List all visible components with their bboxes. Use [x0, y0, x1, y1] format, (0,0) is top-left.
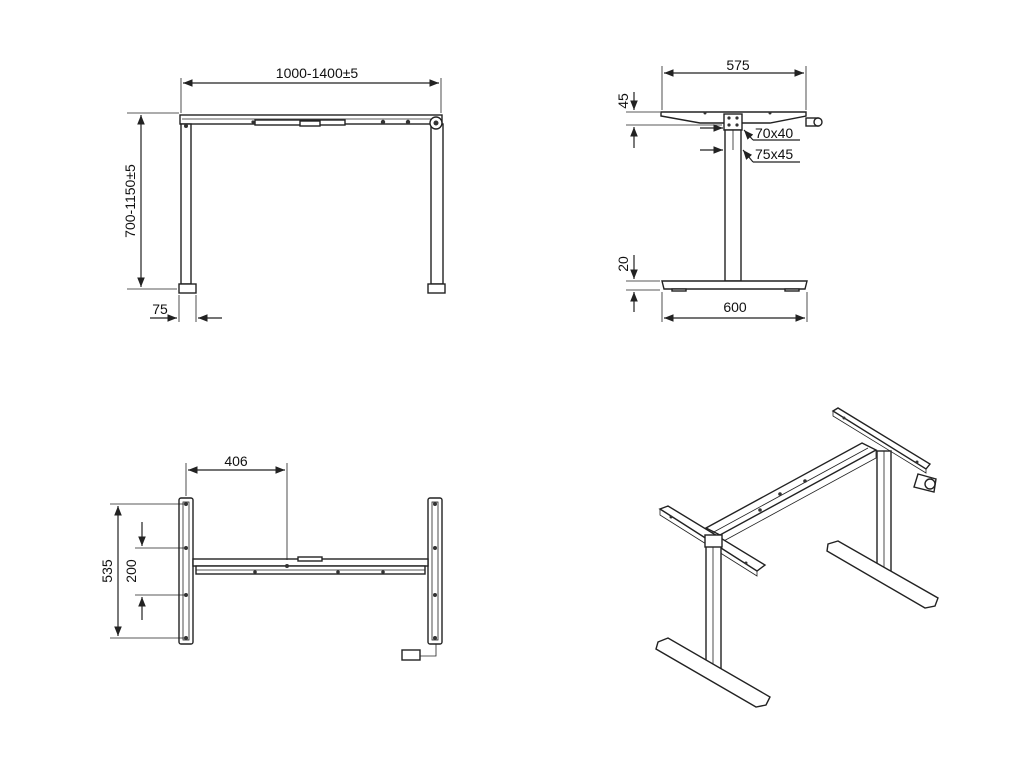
top-view: 406 535 200 [99, 453, 443, 661]
top-crank-handle-icon [401, 649, 421, 661]
foot-height-label: 20 [615, 256, 631, 272]
top-offset-label: 406 [224, 453, 248, 469]
iso-back-bracket [831, 407, 932, 470]
side-foot [661, 280, 808, 290]
front-width-label: 1000-1400±5 [276, 65, 359, 81]
side-view: 575 45 70x40 75x45 20 600 [615, 57, 823, 322]
iso-front-leg [705, 537, 722, 675]
lower-tube-label: 75x45 [755, 146, 793, 162]
iso-front-foot [655, 637, 771, 708]
iso-back-foot [826, 540, 939, 609]
front-right-leg [430, 123, 444, 285]
front-left-leg [180, 123, 192, 285]
upper-tube-label: 70x40 [755, 125, 793, 141]
front-view: 1000-1400±5 700-1150±5 75 [122, 65, 446, 322]
isometric-view [655, 407, 939, 708]
iso-crossbar [704, 442, 878, 536]
top-right-bracket [427, 497, 443, 645]
hole-spacing-label: 200 [123, 559, 139, 583]
top-depth-label: 535 [99, 559, 115, 583]
side-top-width-label: 575 [726, 57, 750, 73]
front-left-foot [178, 283, 197, 294]
side-top-thickness-label: 45 [615, 93, 631, 109]
leg-width-label: 75 [152, 301, 168, 317]
top-left-bracket [178, 497, 194, 645]
foot-length-label: 600 [723, 299, 747, 315]
side-column [724, 129, 742, 282]
front-height-label: 700-1150±5 [122, 164, 138, 238]
front-right-foot [427, 283, 446, 294]
